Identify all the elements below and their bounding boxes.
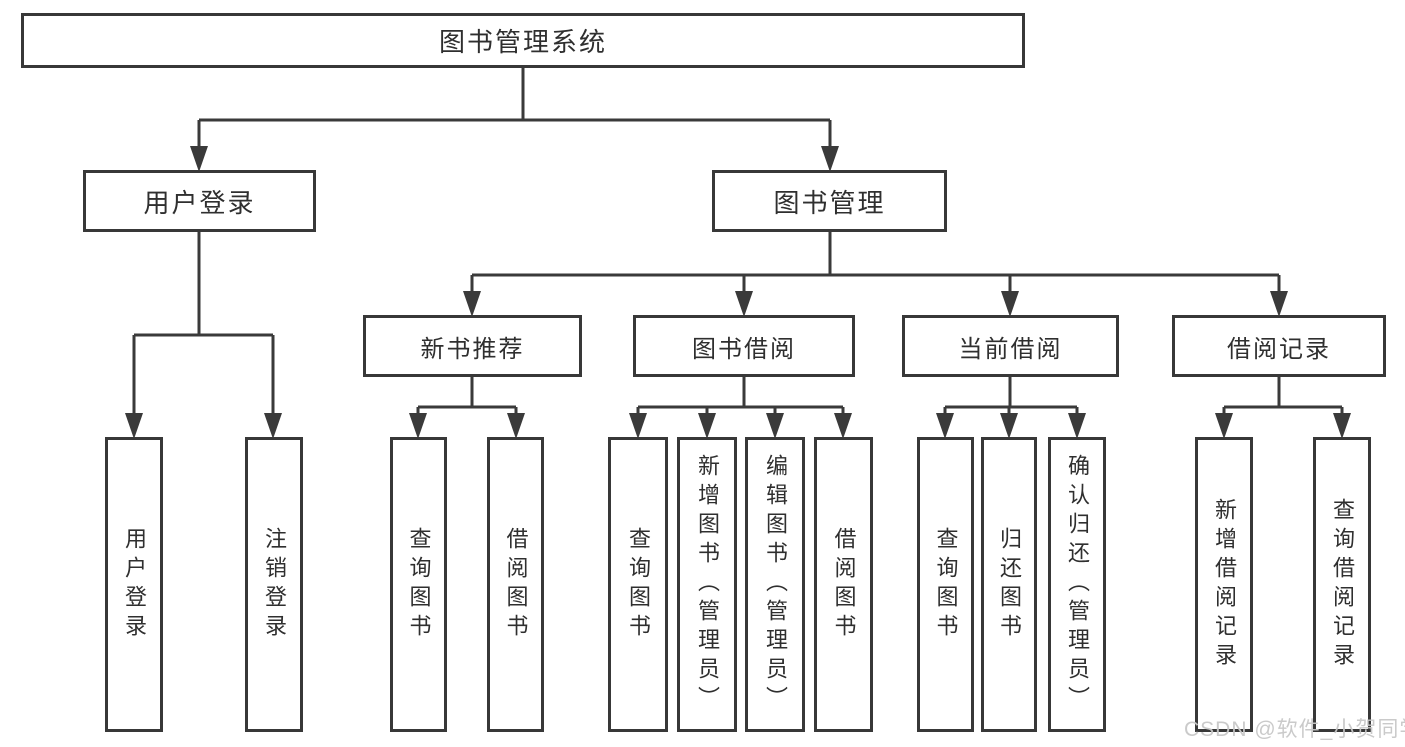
branch-label: 用户登录 <box>143 187 256 218</box>
branch-label: 图书管理 <box>773 187 886 218</box>
node-book-borrow-box: 图书借阅 <box>633 315 855 377</box>
node-label: 图书借阅 <box>692 335 796 363</box>
leaf-label: 确认归还（管理员） <box>1065 454 1090 715</box>
node-label: 当前借阅 <box>958 335 1063 363</box>
leaf-label: 编辑图书（管理员） <box>763 454 788 715</box>
leaf-confirm-return-admin-box: 确认归还（管理员） <box>1048 437 1106 732</box>
leaf-label: 新增借阅记录 <box>1212 497 1237 672</box>
leaf-user-login-box: 用户登录 <box>105 437 163 732</box>
node-new-book-recommend-box: 新书推荐 <box>363 315 582 377</box>
root-box-library-system: 图书管理系统 <box>21 13 1025 68</box>
leaf-return-books-box: 归还图书 <box>981 437 1037 732</box>
csdn-watermark: CSDN @软件_小贺同学 <box>1184 718 1405 741</box>
root-label: 图书管理系统 <box>438 27 607 57</box>
leaf-query-books-box: 查询图书 <box>390 437 447 732</box>
leaf-label: 借阅图书 <box>503 526 529 643</box>
node-label: 新书推荐 <box>420 335 525 363</box>
leaf-logout-box: 注销登录 <box>245 437 303 732</box>
leaf-label: 归还图书 <box>997 526 1022 643</box>
node-borrow-records-box: 借阅记录 <box>1172 315 1386 377</box>
leaf-label: 注销登录 <box>262 526 287 643</box>
connector-arrowheads <box>125 146 1351 439</box>
leaf-label: 借阅图书 <box>831 526 857 643</box>
leaf-query-books-box: 查询图书 <box>917 437 974 732</box>
leaf-label: 查询图书 <box>626 526 651 643</box>
leaf-label: 查询借阅记录 <box>1330 497 1355 672</box>
leaf-edit-books-admin-box: 编辑图书（管理员） <box>745 437 805 732</box>
leaf-query-books-box: 查询图书 <box>608 437 668 732</box>
leaf-query-borrow-record-box: 查询借阅记录 <box>1313 437 1371 732</box>
leaf-label: 新增图书（管理员） <box>695 454 720 715</box>
leaf-add-books-admin-box: 新增图书（管理员） <box>677 437 737 732</box>
branch-book-management-box: 图书管理 <box>712 170 947 232</box>
node-current-borrow-box: 当前借阅 <box>902 315 1119 377</box>
leaf-label: 用户登录 <box>122 526 147 643</box>
leaf-label: 查询图书 <box>406 526 432 643</box>
leaf-borrow-books-box: 借阅图书 <box>487 437 544 732</box>
leaf-label: 查询图书 <box>933 526 959 643</box>
leaf-add-borrow-record-box: 新增借阅记录 <box>1195 437 1253 732</box>
node-label: 借阅记录 <box>1227 335 1331 363</box>
leaf-borrow-books-box: 借阅图书 <box>814 437 873 732</box>
branch-user-login-box: 用户登录 <box>83 170 316 232</box>
